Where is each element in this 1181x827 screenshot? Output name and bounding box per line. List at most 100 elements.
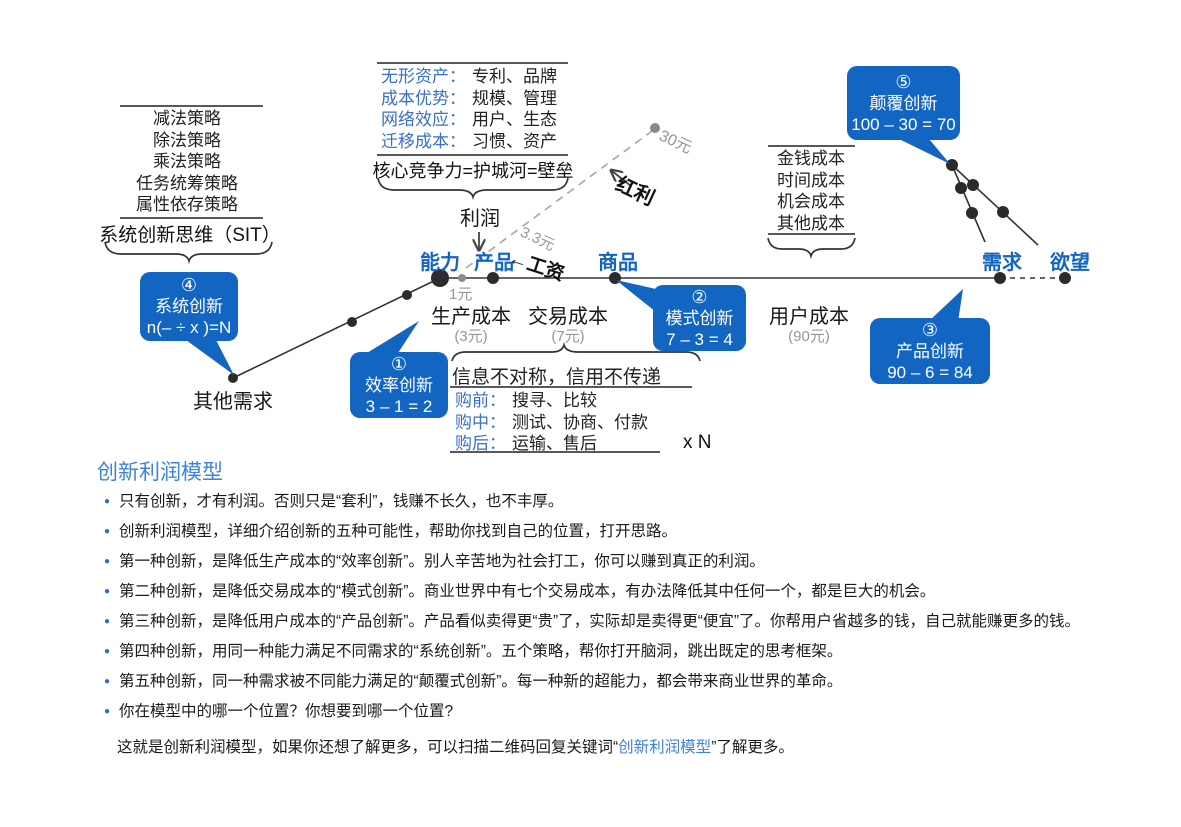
user-cost-label: 用户成本 <box>769 306 849 328</box>
diagram-canvas <box>104 62 1071 453</box>
bullet-text: 第五种创新，同一种需求被不同能力满足的“颠覆式创新”。每一种新的超能力，都会带来… <box>119 673 843 690</box>
axis-label-goods: 商品 <box>598 252 638 274</box>
callout-number: ④ <box>180 275 198 295</box>
list-item: ● 第一种创新，是降低生产成本的“效率创新”。别人辛苦地为社会打工，你可以赚到真正… <box>104 552 1154 571</box>
phase-key: 购前： <box>455 391 506 411</box>
phase-key: 购后： <box>455 434 506 455</box>
callout-formula: 100 – 30 = 70 <box>851 114 956 134</box>
one-yuan-label: 1元 <box>449 286 473 303</box>
list-item: ● 第五种创新，同一种需求被不同能力满足的“颠覆式创新”。每一种新的超能力，都会带… <box>104 672 1154 691</box>
callout-formula: 3 – 1 = 2 <box>365 396 433 416</box>
phase-value: 运输、售后 <box>512 434 597 455</box>
sit-label: 系统创新思维（SIT） <box>99 225 281 246</box>
callout-efficiency-innovation: ① 效率创新 3 – 1 = 2 <box>350 352 448 418</box>
dividend-dashed-line <box>465 130 653 269</box>
list-item: 属性依存策略 <box>136 195 238 216</box>
moat-key: 网络效应： <box>381 110 466 131</box>
list-item: ● 第二种创新，是降低交易成本的“模式创新”。商业世界中有七个交易成本，有办法降低… <box>104 582 1154 601</box>
rule-lines <box>120 62 855 453</box>
transaction-cost-value: (7元) <box>551 328 585 345</box>
callout-model-innovation: ② 模式创新 7 – 3 = 4 <box>653 285 746 351</box>
callout-title: 效率创新 <box>365 375 433 395</box>
bullet-text: 第二种创新，是降低交易成本的“模式创新”。商业世界中有七个交易成本，有办法降低其… <box>119 583 936 600</box>
footer-keyword-link: 创新利润模型 <box>618 739 712 756</box>
bullet-text: 只有创新，才有利润。否则只是“套利”，钱赚不长久，也不丰厚。 <box>119 493 564 510</box>
list-item: 金钱成本 <box>777 149 845 169</box>
callout-number: ② <box>691 286 708 307</box>
footer-note: 这就是创新利润模型，如果你还想了解更多，可以扫描二维码回复关键词“创新利润模型”… <box>117 735 794 757</box>
moat-key: 迁移成本： <box>381 131 466 152</box>
footer-text: 这就是创新利润模型，如果你还想了解更多，可以扫描二维码回复关键词“ <box>117 739 619 756</box>
list-item: 时间成本 <box>777 170 845 191</box>
article-bullet-list: ● 只有创新，才有利润。否则只是“套利”，钱赚不长久，也不丰厚。 ● 创新利润模型，… <box>104 492 1154 732</box>
callout-number: ③ <box>921 319 939 340</box>
list-item: ● 创新利润模型，详细介绍创新的五种可能性，帮助你找到自己的位置，打开思路。 <box>104 522 1154 541</box>
callout-tails <box>186 139 963 375</box>
user-cost-list: 金钱成本 时间成本 机会成本 其他成本 <box>766 149 856 235</box>
moat-value: 专利、品牌 <box>472 67 557 87</box>
bullet-icon: ● <box>104 496 111 507</box>
sit-brace <box>104 241 273 265</box>
multiplier-label: x N <box>683 432 712 453</box>
callout-title: 产品创新 <box>896 341 964 361</box>
moat-value: 规模、管理 <box>472 88 557 109</box>
user-cost-value: (90元) <box>788 328 830 345</box>
footer-text: ”了解更多。 <box>711 739 794 756</box>
sit-strategy-list: 减法策略 除法策略 乘法策略 任务统筹策略 属性依存策略 <box>112 109 262 217</box>
profit-label: 利润 <box>460 208 500 230</box>
axis-label-product: 产品 <box>474 252 514 274</box>
list-item: ●第三种创新，是降低用户成本的“产品创新”。产品看似卖得更“贵”了，实际却是卖得… <box>104 612 1154 631</box>
list-item: ●第四种创新，用同一种能力满足不同需求的“系统创新”。五个策略，帮你打开脑洞，跳… <box>104 642 1154 661</box>
phase-value: 测试、协商、付款 <box>512 412 648 433</box>
transaction-cost-label: 交易成本 <box>528 306 608 328</box>
dividend-arrow-icon <box>612 171 632 187</box>
user-cost-brace <box>767 237 856 260</box>
list-item: 其他成本 <box>777 213 845 234</box>
bullet-text: 第四种创新，用同一种能力满足不同需求的“系统创新”。五个策略，帮你打开脑洞，跳出… <box>119 643 843 660</box>
moat-brace <box>377 177 569 201</box>
bullet-text: 创新利润模型，详细介绍创新的五种可能性，帮助你找到自己的位置，打开思路。 <box>119 523 678 540</box>
callout-system-innovation: ④ 系统创新 n(– ÷ x )=N <box>140 272 238 341</box>
bullet-icon: ● <box>104 676 111 687</box>
callout-title: 颠覆创新 <box>869 93 938 113</box>
callout-number: ① <box>390 353 408 374</box>
transaction-brace <box>451 341 701 362</box>
axis-dots <box>228 123 1071 383</box>
bullet-icon: ● <box>104 526 111 537</box>
axis-label-ability: 能力 <box>420 252 460 274</box>
disrupt-line-right <box>951 164 1039 246</box>
axis-label-desire: 欲望 <box>1050 252 1090 274</box>
transaction-detail-list: 购前： 搜寻、比较 购中： 测试、协商、付款 购后： 运输、售后 <box>455 391 648 456</box>
callout-disruptive-innovation: ⑤ 颠覆创新 100 – 30 = 70 <box>847 66 960 140</box>
other-demand-label: 其他需求 <box>193 391 273 413</box>
production-cost-value: (3元) <box>454 328 488 345</box>
list-item: ● 只有创新，才有利润。否则只是“套利”，钱赚不长久，也不丰厚。 <box>104 492 1154 511</box>
moat-key: 无形资产： <box>381 67 466 87</box>
moat-value: 用户、生态 <box>472 110 557 131</box>
phase-value: 搜寻、比较 <box>512 391 597 411</box>
callout-number: ⑤ <box>895 71 912 92</box>
one-yuan-dot <box>458 274 466 282</box>
bullet-text: 第一种创新，是降低生产成本的“效率创新”。别人辛苦地为社会打工，你可以赚到真正的… <box>119 553 765 570</box>
bullet-icon: ● <box>104 586 111 597</box>
callout-product-innovation: ③ 产品创新 90 – 6 = 84 <box>870 318 990 384</box>
callout-formula: n(– ÷ x )=N <box>146 318 232 337</box>
callout-title: 模式创新 <box>665 308 734 328</box>
transaction-detail-title: 信息不对称，信用不传递 <box>452 367 662 388</box>
thirty-yuan-dot <box>650 123 660 133</box>
disrupt-line-left <box>951 164 986 243</box>
callout-title: 系统创新 <box>155 297 223 316</box>
list-item: 除法策略 <box>153 130 221 151</box>
phase-key: 购中： <box>455 412 506 433</box>
bullet-icon: ● <box>104 556 111 567</box>
bullet-text: 第三种创新，是降低用户成本的“产品创新”。产品看似卖得更“贵”了，实际却是卖得更… <box>119 613 1081 630</box>
page-title: 创新利润模型 <box>97 461 223 484</box>
list-item: 减法策略 <box>153 109 221 129</box>
moat-label: 核心竞争力=护城河=壁垒 <box>372 161 574 181</box>
moat-value: 习惯、资产 <box>472 131 557 152</box>
moat-key: 成本优势： <box>381 88 466 109</box>
bullet-text: 你在模型中的哪一个位置？你想要到哪一个位置? <box>119 703 454 720</box>
bullet-icon: ● <box>104 706 111 717</box>
production-cost-label: 生产成本 <box>431 306 511 328</box>
